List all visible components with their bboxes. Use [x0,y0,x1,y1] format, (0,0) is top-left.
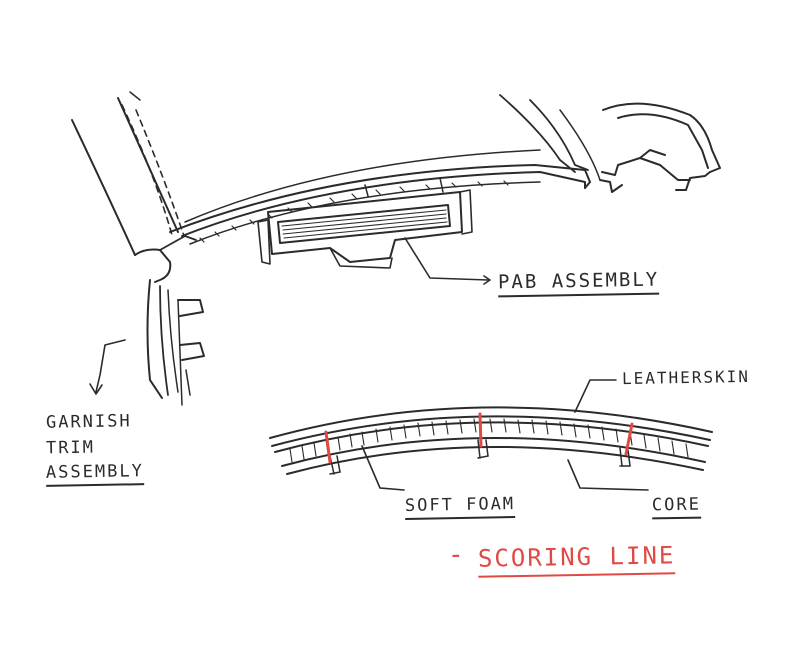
pab-module-outline [267,191,463,263]
scoring-line-3 [624,422,634,456]
scoring-line-label: SCORING LINE [477,541,676,578]
foam-top [274,421,709,453]
leather-skin-label: LEATHERSKIN [621,366,751,389]
garnish-clip-1 [177,299,204,317]
garnish-label-line3: ASSEMBLY [45,461,145,487]
garnish-leader-line [95,339,126,393]
garnish-label-line2: TRIM [45,437,96,459]
stitch-line-1 [121,104,173,236]
panel-top-surface [169,164,586,233]
core-leader-line [567,459,649,491]
garnish-body-outer [146,279,163,399]
core-top [281,436,706,467]
stitch-line-2 [135,109,185,237]
soft-foam-label: SOFT FOAM [404,494,516,520]
panel-skin-lower [181,171,586,237]
pab-cover [277,204,451,244]
pab-leader-line [404,237,489,281]
pillar-outer-edge [71,119,136,256]
legend-dash: - [447,539,466,571]
instrument-panel-section [71,91,721,406]
garnish-label-line1: GARNISH [45,411,132,433]
leather-skin-top [269,406,713,439]
layer-cross-section [269,379,713,491]
core-label: CORE [651,494,702,520]
garnish-clip-2 [179,342,205,361]
scoring-lines [324,412,634,464]
scoring-line-2 [478,412,483,448]
foam-leader-line [361,445,405,491]
garnish-lip [134,248,172,283]
scoring-line-1 [324,430,332,464]
pab-assembly-label: PAB ASSEMBLY [497,268,660,298]
leather-leader-line [574,379,617,413]
